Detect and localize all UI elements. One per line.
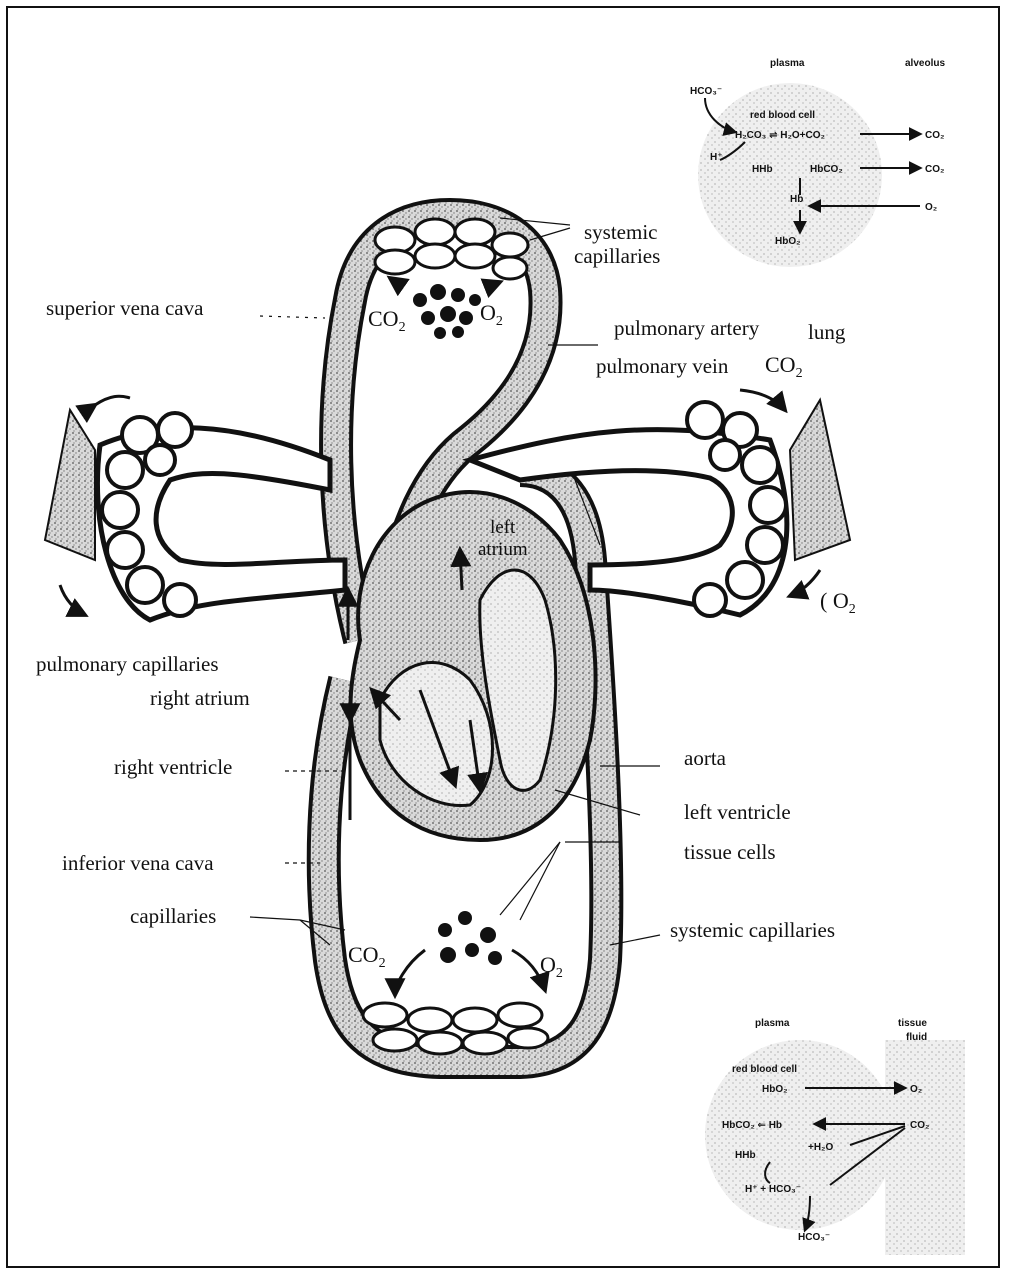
label-left-atrium-line2: atrium	[478, 540, 528, 559]
inset-bottom-h-hco3: H⁺ + HCO₃⁻	[745, 1184, 801, 1195]
inset-bottom-plasma-label: plasma	[755, 1018, 790, 1029]
label-pulmonary-vein: pulmonary vein	[596, 356, 728, 377]
label-tissue-cells: tissue cells	[684, 842, 776, 863]
label-capillaries: capillaries	[130, 906, 216, 927]
inset-top-o2-in: O₂	[925, 202, 937, 213]
label-systemic-capillaries-top-line1: systemic	[584, 222, 658, 243]
label-pulmonary-capillaries: pulmonary capillaries	[36, 654, 219, 675]
lower-capillary-bed	[363, 1003, 548, 1054]
o2-bottom-label: O2	[540, 952, 563, 981]
inset-top-hco3: HCO₃⁻	[690, 86, 722, 97]
label-left-atrium-line1: left	[490, 518, 515, 537]
inset-bottom-hco3-out: HCO₃⁻	[798, 1232, 830, 1243]
inset-top-plasma-label: plasma	[770, 58, 805, 69]
inset-bottom-rbc-label: red blood cell	[732, 1064, 797, 1075]
inset-top-co2-out-2: CO₂	[925, 164, 944, 175]
label-systemic-capillaries-top-line2: capillaries	[574, 246, 660, 267]
label-lung: lung	[808, 322, 845, 343]
inset-bottom-o2-out: O₂	[910, 1084, 922, 1095]
o2-lung-label: ( O2	[820, 588, 856, 617]
label-pulmonary-artery: pulmonary artery	[614, 318, 759, 339]
inset-bottom-tissue-label: tissue	[898, 1018, 927, 1029]
inset-top-hhb: HHb	[752, 164, 773, 175]
inset-top-alveolus-label: alveolus	[905, 58, 945, 69]
inset-top-h-plus: H⁺	[710, 152, 723, 163]
co2-bottom-label: CO2	[348, 942, 386, 971]
label-left-ventricle: left ventricle	[684, 802, 791, 823]
upper-tissue-cells	[413, 284, 481, 339]
inset-tissue-exchange: plasma tissue fluid red blood cell HbO₂ …	[705, 1018, 965, 1255]
inset-top-hb: Hb	[790, 194, 803, 205]
label-aorta: aorta	[684, 748, 726, 769]
label-superior-vena-cava: superior vena cava	[46, 298, 203, 319]
inset-bottom-hbo2: HbO₂	[762, 1084, 788, 1095]
label-systemic-capillaries-bottom: systemic capillaries	[670, 920, 835, 941]
co2-lung-label: CO2	[765, 352, 803, 381]
inset-top-hbco2: HbCO₂	[810, 164, 843, 175]
label-inferior-vena-cava: inferior vena cava	[62, 853, 214, 874]
inset-bottom-fluid-label: fluid	[906, 1032, 927, 1043]
inset-alveolus-exchange: plasma alveolus HCO₃⁻ red blood cell H₂C…	[690, 58, 945, 267]
inset-bottom-hbco2: HbCO₂ ⇐ Hb	[722, 1120, 782, 1131]
o2-top-label: O2	[480, 300, 503, 329]
inset-top-rbc-label: red blood cell	[750, 110, 815, 121]
left-lung	[45, 396, 345, 620]
inset-top-hbo2: HbO₂	[775, 236, 801, 247]
inset-bottom-hhb: HHb	[735, 1150, 756, 1161]
heart	[348, 492, 596, 840]
lower-tissue-cells	[438, 911, 502, 965]
label-right-atrium: right atrium	[150, 688, 250, 709]
co2-top-label: CO2	[368, 306, 406, 335]
inset-bottom-co2-in: CO₂	[910, 1120, 929, 1131]
inset-bottom-h2o: +H₂O	[808, 1142, 834, 1153]
inset-top-h2co3-row: H₂CO₃ ⇌ H₂O+CO₂	[735, 130, 825, 141]
label-right-ventricle: right ventricle	[114, 757, 232, 778]
inset-top-co2-out-1: CO₂	[925, 130, 944, 141]
